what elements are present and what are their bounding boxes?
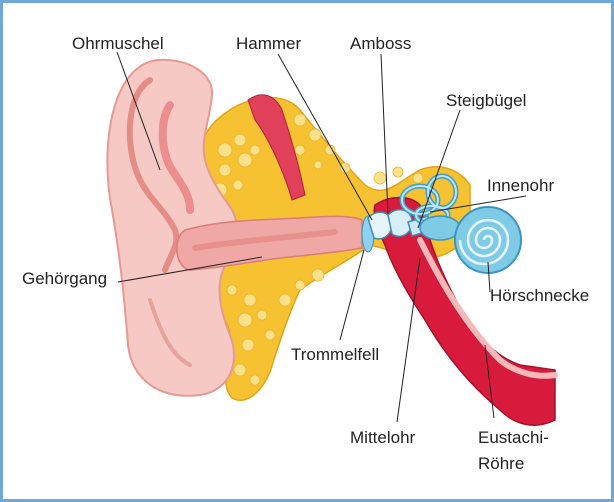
label-innenohr: Innenohr — [487, 176, 554, 195]
label-trommelfell: Trommelfell — [291, 345, 379, 364]
label-gehoergang: Gehörgang — [22, 269, 107, 288]
vestibule — [420, 216, 460, 240]
label-steigbuegel: Steigbügel — [446, 91, 526, 110]
label-hammer: Hammer — [236, 34, 302, 53]
leader-trommelfell — [340, 250, 364, 340]
label-amboss: Amboss — [350, 34, 411, 53]
label-eustachi-line1: Eustachi- — [478, 428, 549, 447]
label-hoerschnecke: Hörschnecke — [490, 286, 589, 305]
label-mittelohr: Mittelohr — [350, 428, 416, 447]
label-eustachi-line2: Röhre — [478, 454, 524, 473]
label-ohrmuschel: Ohrmuschel — [72, 34, 164, 53]
